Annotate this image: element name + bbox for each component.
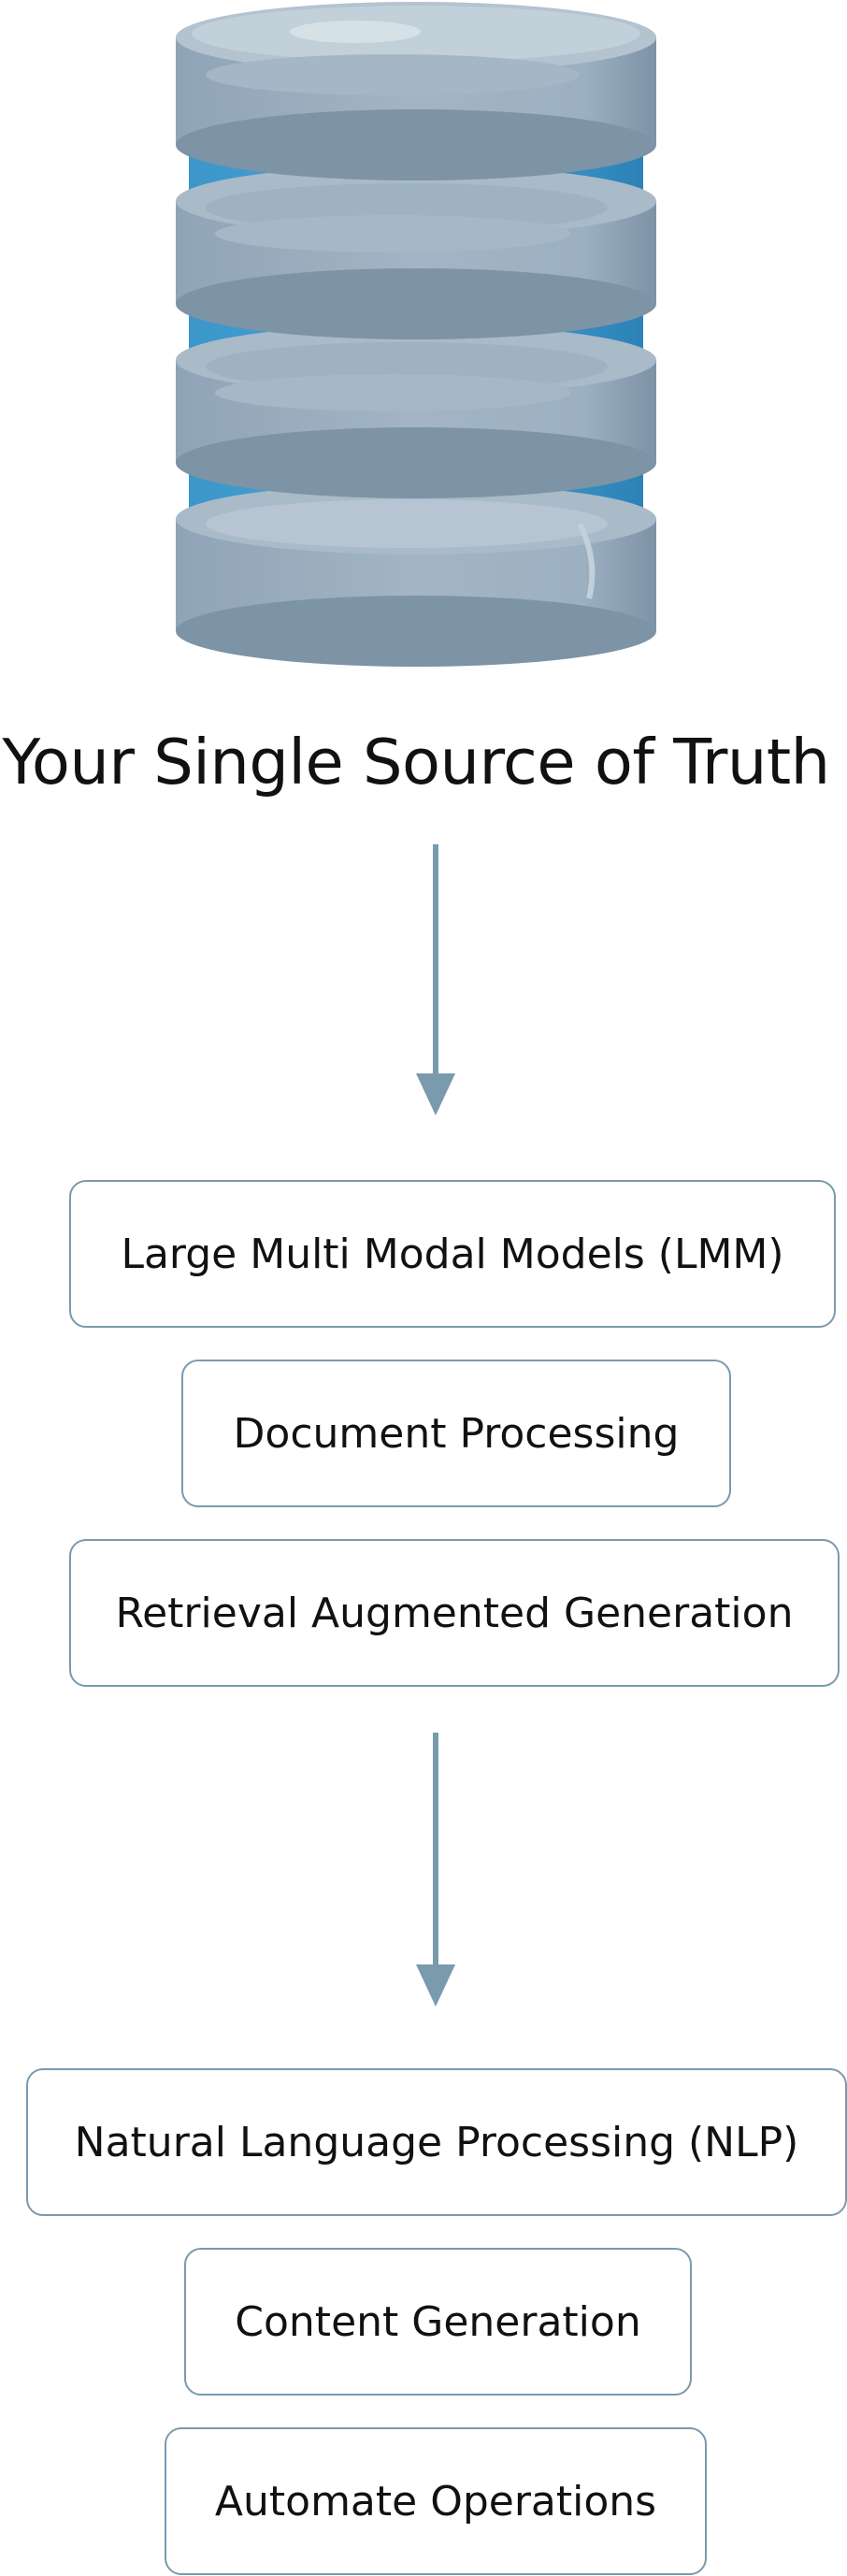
database-disk [176, 165, 656, 339]
down-arrow-icon [412, 844, 459, 1115]
capability-box-document-processing: Document Processing [181, 1360, 731, 1507]
database-disk [176, 483, 656, 667]
database-stack [168, 0, 664, 673]
capability-box-rag: Retrieval Augmented Generation [69, 1539, 840, 1687]
capability-label: Retrieval Augmented Generation [115, 1589, 794, 1637]
capability-box-nlp: Natural Language Processing (NLP) [26, 2068, 847, 2216]
capability-label: Large Multi Modal Models (LMM) [121, 1230, 784, 1278]
diagram-title: Your Single Source of Truth [2, 726, 830, 799]
database-icon [176, 2, 656, 667]
database-disk [176, 324, 656, 498]
capability-box-content-generation: Content Generation [184, 2248, 692, 2396]
capability-label: Automate Operations [214, 2477, 657, 2526]
database-disk [176, 2, 656, 180]
capability-box-automate-operations: Automate Operations [165, 2427, 707, 2575]
capability-label: Content Generation [235, 2297, 641, 2346]
down-arrow-icon [412, 1733, 459, 2007]
capability-label: Document Processing [233, 1409, 680, 1458]
capability-box-lmm: Large Multi Modal Models (LMM) [69, 1180, 836, 1328]
capability-label: Natural Language Processing (NLP) [74, 2118, 799, 2166]
